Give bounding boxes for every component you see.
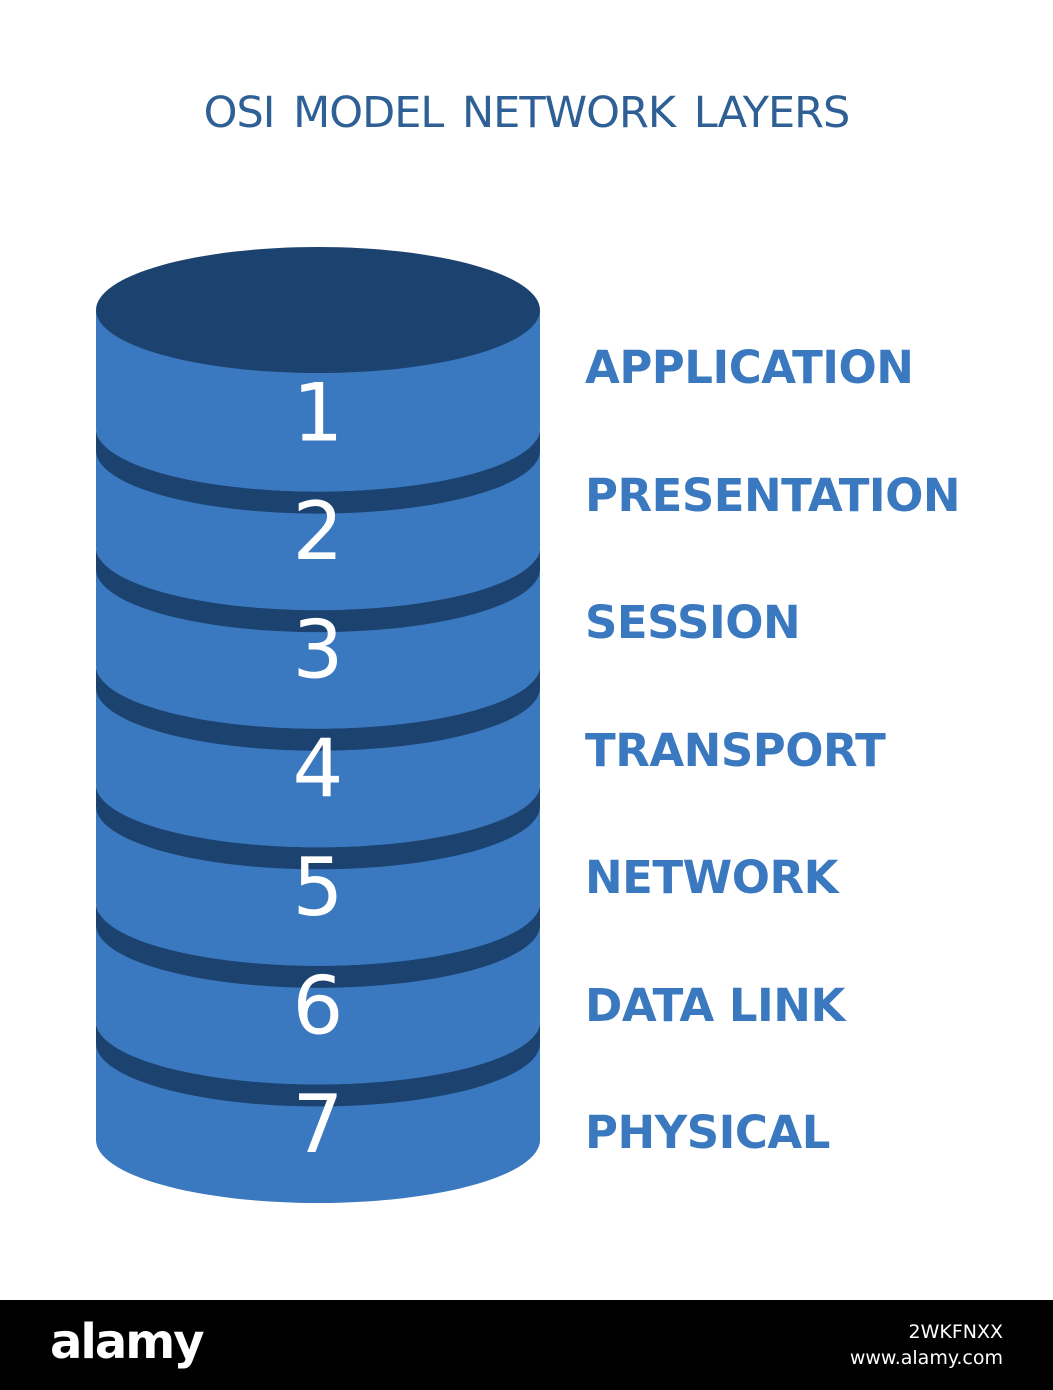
footer-site: www.alamy.com xyxy=(849,1346,1003,1369)
layer-name: PRESENTATION xyxy=(585,469,961,522)
layer-number: 1 xyxy=(293,367,344,460)
footer-bar: alamy 2WKFNXX www.alamy.com xyxy=(0,1300,1053,1390)
layer-name: PHYSICAL xyxy=(585,1106,830,1159)
footer-image-id: 2WKFNXX xyxy=(908,1321,1003,1343)
layer-number: 5 xyxy=(293,841,344,934)
layer-name: SESSION xyxy=(585,596,801,649)
layer-name: TRANSPORT xyxy=(585,724,886,777)
diagram-canvas: OSI MODEL NETWORK LAYERS 1 2 3 4 5 6 7 APPLICA… xyxy=(96,88,961,1203)
layer-number: 4 xyxy=(293,722,344,815)
diagram-title: OSI MODEL NETWORK LAYERS xyxy=(203,88,851,138)
layer-separator xyxy=(96,665,540,751)
layer-number: 7 xyxy=(293,1078,344,1171)
layer-disk xyxy=(96,247,540,492)
layer-separator xyxy=(96,547,540,633)
footer-logo: alamy xyxy=(50,1314,205,1370)
layer-number: 3 xyxy=(293,604,344,697)
layer-separator xyxy=(96,428,540,514)
layer-separator xyxy=(96,1021,540,1107)
layer-number: 2 xyxy=(293,485,344,578)
cylinder-top xyxy=(96,247,540,373)
footer-image-info: 2WKFNXX www.alamy.com xyxy=(850,1320,1003,1371)
layer-separator xyxy=(96,784,540,870)
layer-name: DATA LINK xyxy=(585,979,845,1032)
layer-separator xyxy=(96,902,540,988)
layer-stack-cylinder: 1 2 3 4 5 6 7 xyxy=(96,247,540,1203)
layer-number: 6 xyxy=(293,959,344,1052)
layer-name: APPLICATION xyxy=(585,341,914,394)
layer-name: NETWORK xyxy=(585,851,839,904)
